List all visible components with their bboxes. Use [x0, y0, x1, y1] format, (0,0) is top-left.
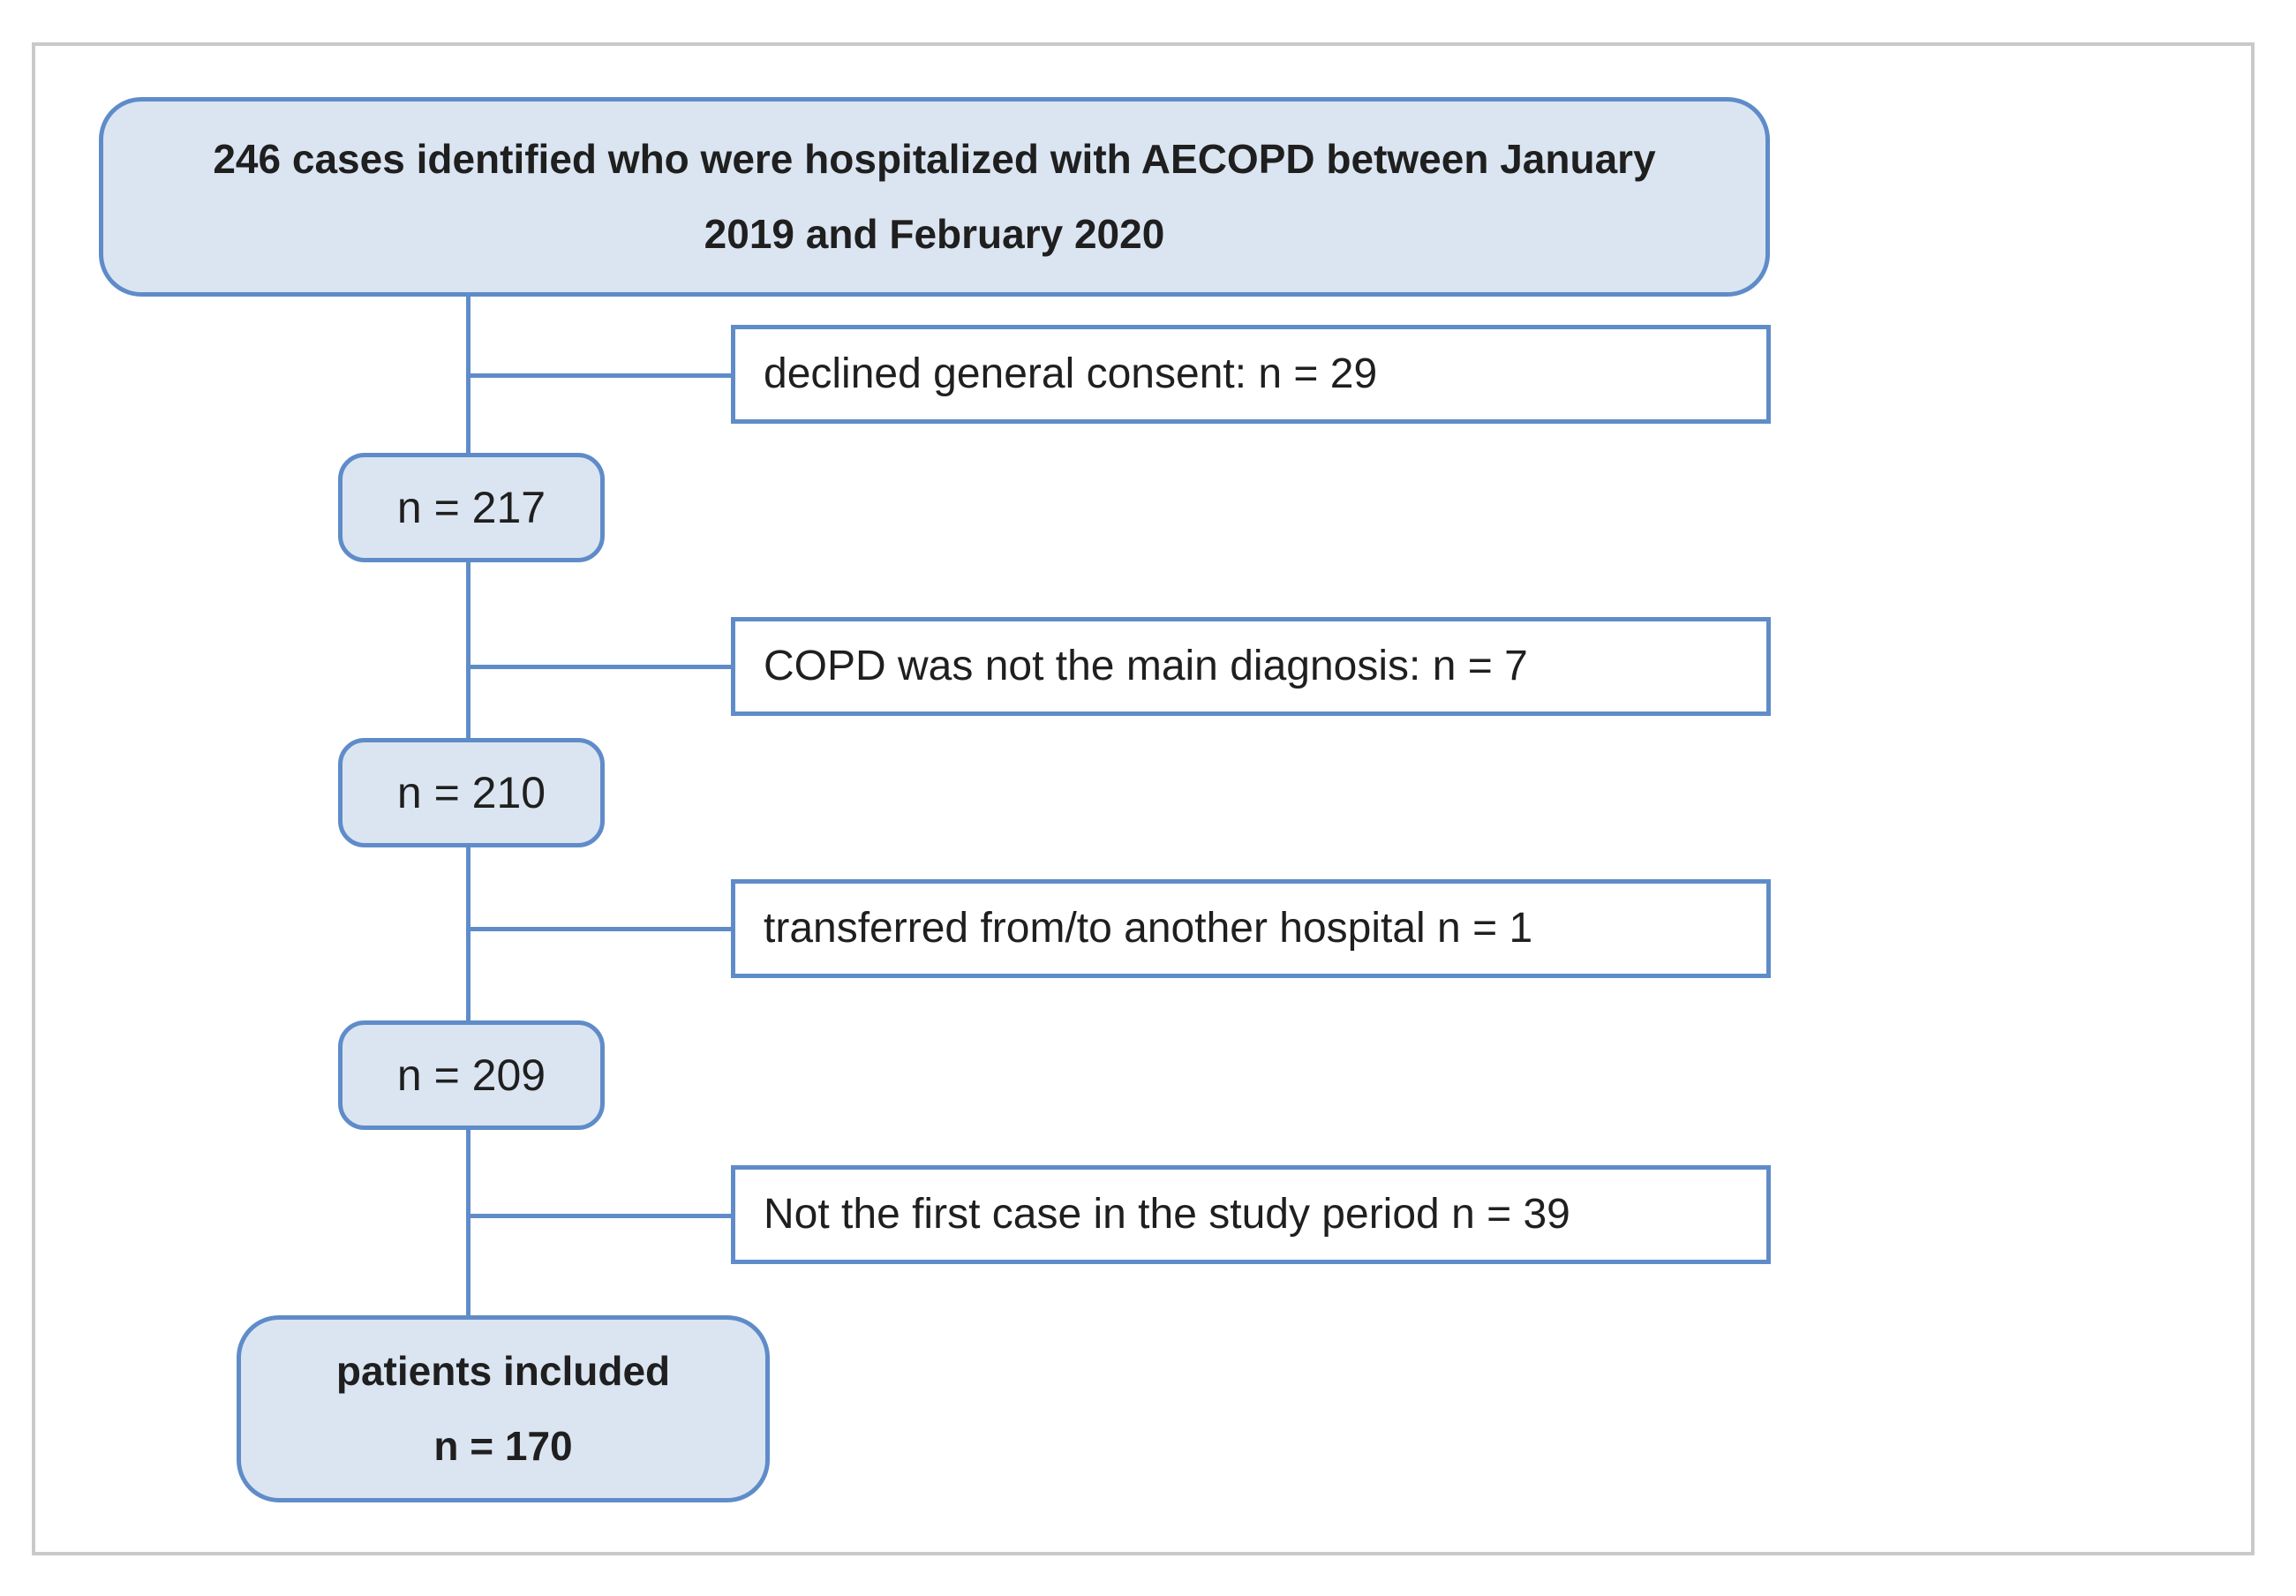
node-start-cases-identified: 246 cases identified who were hospitaliz…	[99, 97, 1770, 297]
node-exclusion-3-label: transferred from/to another hospital n =…	[764, 904, 1533, 952]
node-count-209-label: n = 209	[396, 1050, 546, 1100]
node-start-label: 246 cases identified who were hospitaliz…	[213, 122, 1655, 272]
connector-branch-exclusion-2	[468, 665, 733, 669]
node-exclusion-not-first-case: Not the first case in the study period n…	[731, 1165, 1771, 1264]
node-start-line-2: 2019 and February 2020	[704, 211, 1165, 257]
node-exclusion-4-label: Not the first case in the study period n…	[764, 1190, 1570, 1238]
node-final-patients-included: patients included n = 170	[237, 1315, 770, 1502]
node-count-217: n = 217	[338, 453, 605, 562]
connector-branch-exclusion-4	[468, 1214, 733, 1218]
node-count-210-label: n = 210	[396, 767, 546, 817]
node-final-line-2: n = 170	[433, 1423, 573, 1469]
connector-branch-exclusion-1	[468, 373, 733, 378]
node-exclusion-not-main-diagnosis: COPD was not the main diagnosis: n = 7	[731, 617, 1771, 716]
node-start-line-1: 246 cases identified who were hospitaliz…	[213, 135, 1656, 182]
node-count-217-label: n = 217	[396, 482, 546, 532]
node-exclusion-declined-consent: declined general consent: n = 29	[731, 325, 1771, 424]
node-count-210: n = 210	[338, 738, 605, 847]
node-final-line-1: patients included	[335, 1347, 671, 1394]
node-count-209: n = 209	[338, 1020, 605, 1130]
node-exclusion-2-label: COPD was not the main diagnosis: n = 7	[764, 642, 1528, 689]
node-final-label: patients included n = 170	[336, 1334, 670, 1484]
node-exclusion-transferred: transferred from/to another hospital n =…	[731, 879, 1771, 978]
connector-branch-exclusion-3	[468, 927, 733, 931]
node-exclusion-1-label: declined general consent: n = 29	[764, 350, 1378, 397]
